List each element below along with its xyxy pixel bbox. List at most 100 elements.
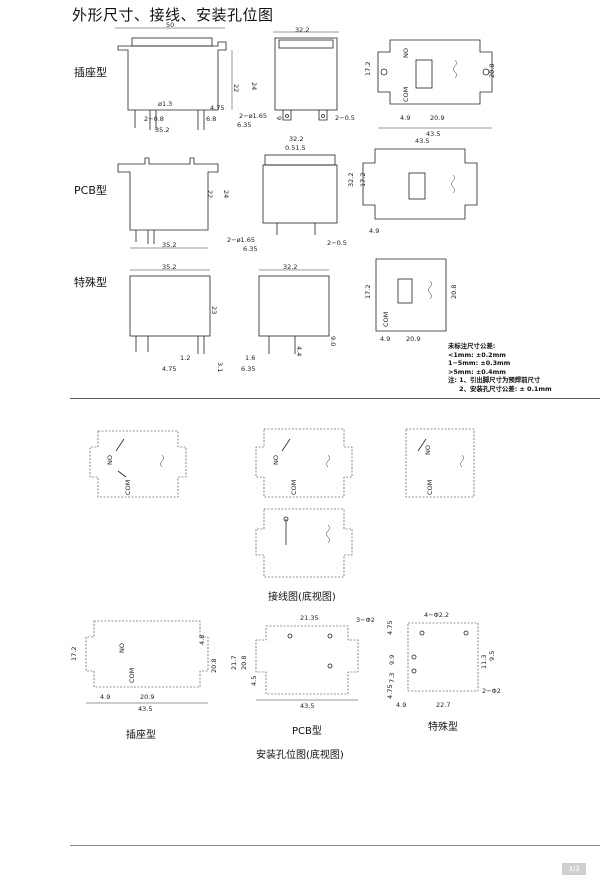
- special-side-view: 32.2 1.6 6.35 4.4 9.0: [241, 263, 337, 373]
- dim-3-phi2: 3−Φ2: [356, 616, 375, 624]
- dim-2-05: 2−0.5: [335, 114, 355, 122]
- caption-holes-pcb: PCB型: [292, 726, 322, 737]
- dim-d13: ø1.3: [158, 100, 172, 108]
- wiring-pcb-top: NO COM: [255, 428, 353, 498]
- pcb-bottom-view: 43.5 32.2 17.2 4.9: [347, 137, 478, 235]
- dim-6-8: 6.8: [206, 115, 216, 123]
- caption-holes-special: 特殊型: [428, 722, 458, 733]
- socket-bottom-view: NO COM 17.2 20.8 4.9 20.9 43.5: [364, 39, 496, 138]
- label-no: NO: [402, 48, 410, 58]
- page-number: 3/3: [562, 863, 586, 875]
- dim-11-3: 11.3: [480, 655, 488, 669]
- holes-pcb: 21.35 3−Φ2 21.7 20.8 4.5 43.5: [230, 614, 375, 710]
- holes-special: 4−Φ2.2 4.75 9.9 7.3 11.3 9.5 4.75 4.9 22…: [386, 611, 501, 709]
- wiring-pcb-bottom: [255, 508, 353, 578]
- dim-4-75: 4.75: [386, 621, 394, 635]
- special-front-view: 35.2 23 1.2 4.75 3.1: [129, 263, 224, 373]
- dim-6-35: 6.35: [237, 121, 251, 129]
- page-title: 外形尺寸、接线、安装孔位图: [72, 6, 274, 24]
- dim-4-75: 4.75: [386, 685, 394, 699]
- label-no: NO: [106, 455, 114, 465]
- caption-holes-socket: 插座型: [126, 730, 156, 741]
- dim-17-2: 17.2: [359, 173, 367, 187]
- socket-front-view: 50 22 24 ø1.3 2−0.8 4.75 6.8 35.2: [115, 21, 258, 134]
- dim-22: 22: [232, 84, 240, 92]
- dim-20-9: 20.9: [430, 114, 444, 122]
- wiring-special: NO COM: [405, 428, 475, 498]
- dim-4-5: 4.5: [250, 676, 258, 686]
- dim-2-165: 2−ø1.65: [239, 112, 267, 120]
- dim-4-75: 4.75: [162, 365, 176, 373]
- caption-holes: 安装孔位图(底视图): [256, 750, 344, 761]
- label-com: COM: [402, 87, 410, 102]
- dim-20-8: 20.8: [450, 285, 458, 299]
- wiring-socket: NO COM: [89, 430, 187, 498]
- row-label-socket: 插座型: [74, 66, 107, 79]
- dim-9-9: 9.9: [388, 655, 396, 665]
- dim-4-4: 4.4: [295, 346, 303, 356]
- footer-divider: [70, 845, 600, 846]
- dim-32-2: 32.2: [347, 173, 355, 187]
- dim-6-35: 6.35: [241, 365, 255, 373]
- dim-1-2: 1.2: [180, 354, 190, 362]
- dim-1-6: 1.6: [245, 354, 255, 362]
- dim-0515: 0.51.5: [285, 144, 306, 152]
- dim-4-9: 4.9: [396, 701, 406, 709]
- dim-4-9: 4.9: [380, 335, 390, 343]
- dim-43-5: 43.5: [415, 137, 429, 145]
- dim-20-8: 20.8: [488, 64, 496, 78]
- dim-7-3: 7.3: [388, 673, 396, 683]
- dim-43-5: 43.5: [426, 130, 440, 138]
- dim-32-2: 32.2: [295, 26, 309, 34]
- dim-2-05: 2−0.5: [327, 239, 347, 247]
- special-bottom-view: 17.2 20.8 COM 4.9 20.9: [364, 258, 458, 343]
- label-no: NO: [424, 445, 432, 455]
- label-no: NO: [272, 455, 280, 465]
- dim-24: 24: [222, 190, 230, 198]
- dim-9: 9: [275, 116, 283, 120]
- dim-32-2: 32.2: [283, 263, 297, 271]
- pcb-front-view: 22 24 35.2: [117, 157, 230, 249]
- dim-21-7: 21.7: [230, 656, 238, 670]
- dim-17-2: 17.2: [364, 285, 372, 299]
- dim-20-9: 20.9: [140, 693, 154, 701]
- dim-9-0: 9.0: [329, 336, 337, 346]
- dim-50: 50: [166, 21, 174, 29]
- dim-17-2: 17.2: [364, 62, 372, 76]
- label-no: NO: [118, 643, 126, 653]
- dim-43-5: 43.5: [138, 705, 152, 713]
- label-com: COM: [426, 480, 434, 495]
- dim-35-2: 35.2: [162, 263, 176, 271]
- dim-4-9: 4.9: [100, 693, 110, 701]
- dim-43-5: 43.5: [300, 702, 314, 710]
- dim-4-8: 4.8: [198, 635, 206, 645]
- dim-4-9: 4.9: [400, 114, 410, 122]
- section-divider: [70, 398, 600, 399]
- dim-32-2: 32.2: [289, 135, 303, 143]
- label-com: COM: [128, 668, 136, 683]
- dim-20-8: 20.8: [210, 659, 218, 673]
- pcb-side-view: 32.2 0.51.5 2−ø1.65 6.35 2−0.5: [227, 135, 347, 253]
- row-label-special: 特殊型: [74, 276, 107, 289]
- holes-socket: 17.2 NO COM 4.8 20.8 4.9 20.9 43.5: [70, 620, 218, 713]
- caption-wiring: 接线图(底视图): [268, 592, 336, 603]
- dim-21-35: 21.35: [300, 614, 319, 622]
- dim-pin: 2−0.8: [144, 115, 164, 123]
- dim-4-9: 4.9: [369, 227, 379, 235]
- label-com: COM: [124, 480, 132, 495]
- dim-20-8: 20.8: [240, 656, 248, 670]
- dim-9-5: 9.5: [488, 651, 496, 661]
- tolerance-notes: 未标注尺寸公差: <1mm: ±0.2mm 1−5mm: ±0.3mm >5mm…: [448, 342, 552, 393]
- dim-24: 24: [250, 82, 258, 90]
- dim-35-2: 35.2: [162, 241, 176, 249]
- dim-35-2: 35.2: [155, 126, 169, 134]
- dim-2-165: 2−ø1.65: [227, 236, 255, 244]
- label-com: COM: [290, 480, 298, 495]
- dim-2-phi2: 2−Φ2: [482, 687, 501, 695]
- dim-22-7: 22.7: [436, 701, 450, 709]
- dim-23: 23: [210, 306, 218, 314]
- dim-4-phi22: 4−Φ2.2: [424, 611, 449, 619]
- row-label-pcb: PCB型: [74, 184, 107, 197]
- socket-side-view: 32.2 9 2−ø1.65 6.35 2−0.5: [237, 26, 355, 129]
- dim-3-1: 3.1: [216, 362, 224, 372]
